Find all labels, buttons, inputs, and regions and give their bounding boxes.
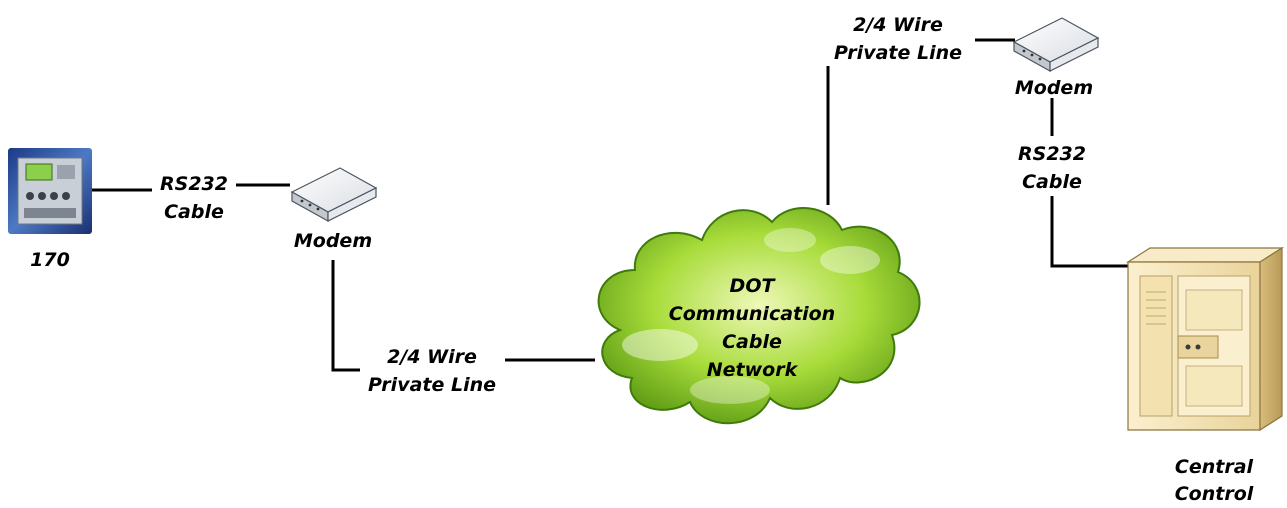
- rs232-left-label: RS232: [160, 173, 228, 195]
- connection-lines: [92, 38, 1135, 372]
- line-left-label-line2: Private Line: [368, 374, 496, 396]
- cloud-label-line4: Network: [707, 359, 799, 381]
- controller-170-icon: [8, 148, 92, 234]
- controller-label: 170: [30, 249, 70, 271]
- server-label-line2: Control: [1175, 483, 1254, 505]
- line-right-label: 2/4 Wire: [853, 14, 943, 36]
- server-label: Central: [1175, 456, 1254, 478]
- server-tower-icon: [1125, 246, 1285, 432]
- network-cloud-icon: [597, 207, 921, 425]
- modem-right-icon: [1012, 17, 1100, 73]
- modem-right-label: Modem: [1015, 77, 1093, 99]
- modem-left-label: Modem: [294, 230, 372, 252]
- rs232-right-label: RS232: [1018, 143, 1086, 165]
- cloud-label-line3: Cable: [722, 331, 782, 353]
- line-left-label: 2/4 Wire: [387, 346, 477, 368]
- cloud-label-line1: DOT: [730, 275, 777, 297]
- wire-rs232-right-to-server: [1050, 196, 1135, 268]
- rs232-left-label-line2: Cable: [164, 201, 224, 223]
- line-right-label-line2: Private Line: [834, 42, 962, 64]
- wire-modem-left-to-line-left: [331, 260, 360, 372]
- cloud-label-line2: Communication: [669, 303, 835, 325]
- modem-left-icon: [290, 167, 378, 223]
- rs232-right-label-line2: Cable: [1022, 171, 1082, 193]
